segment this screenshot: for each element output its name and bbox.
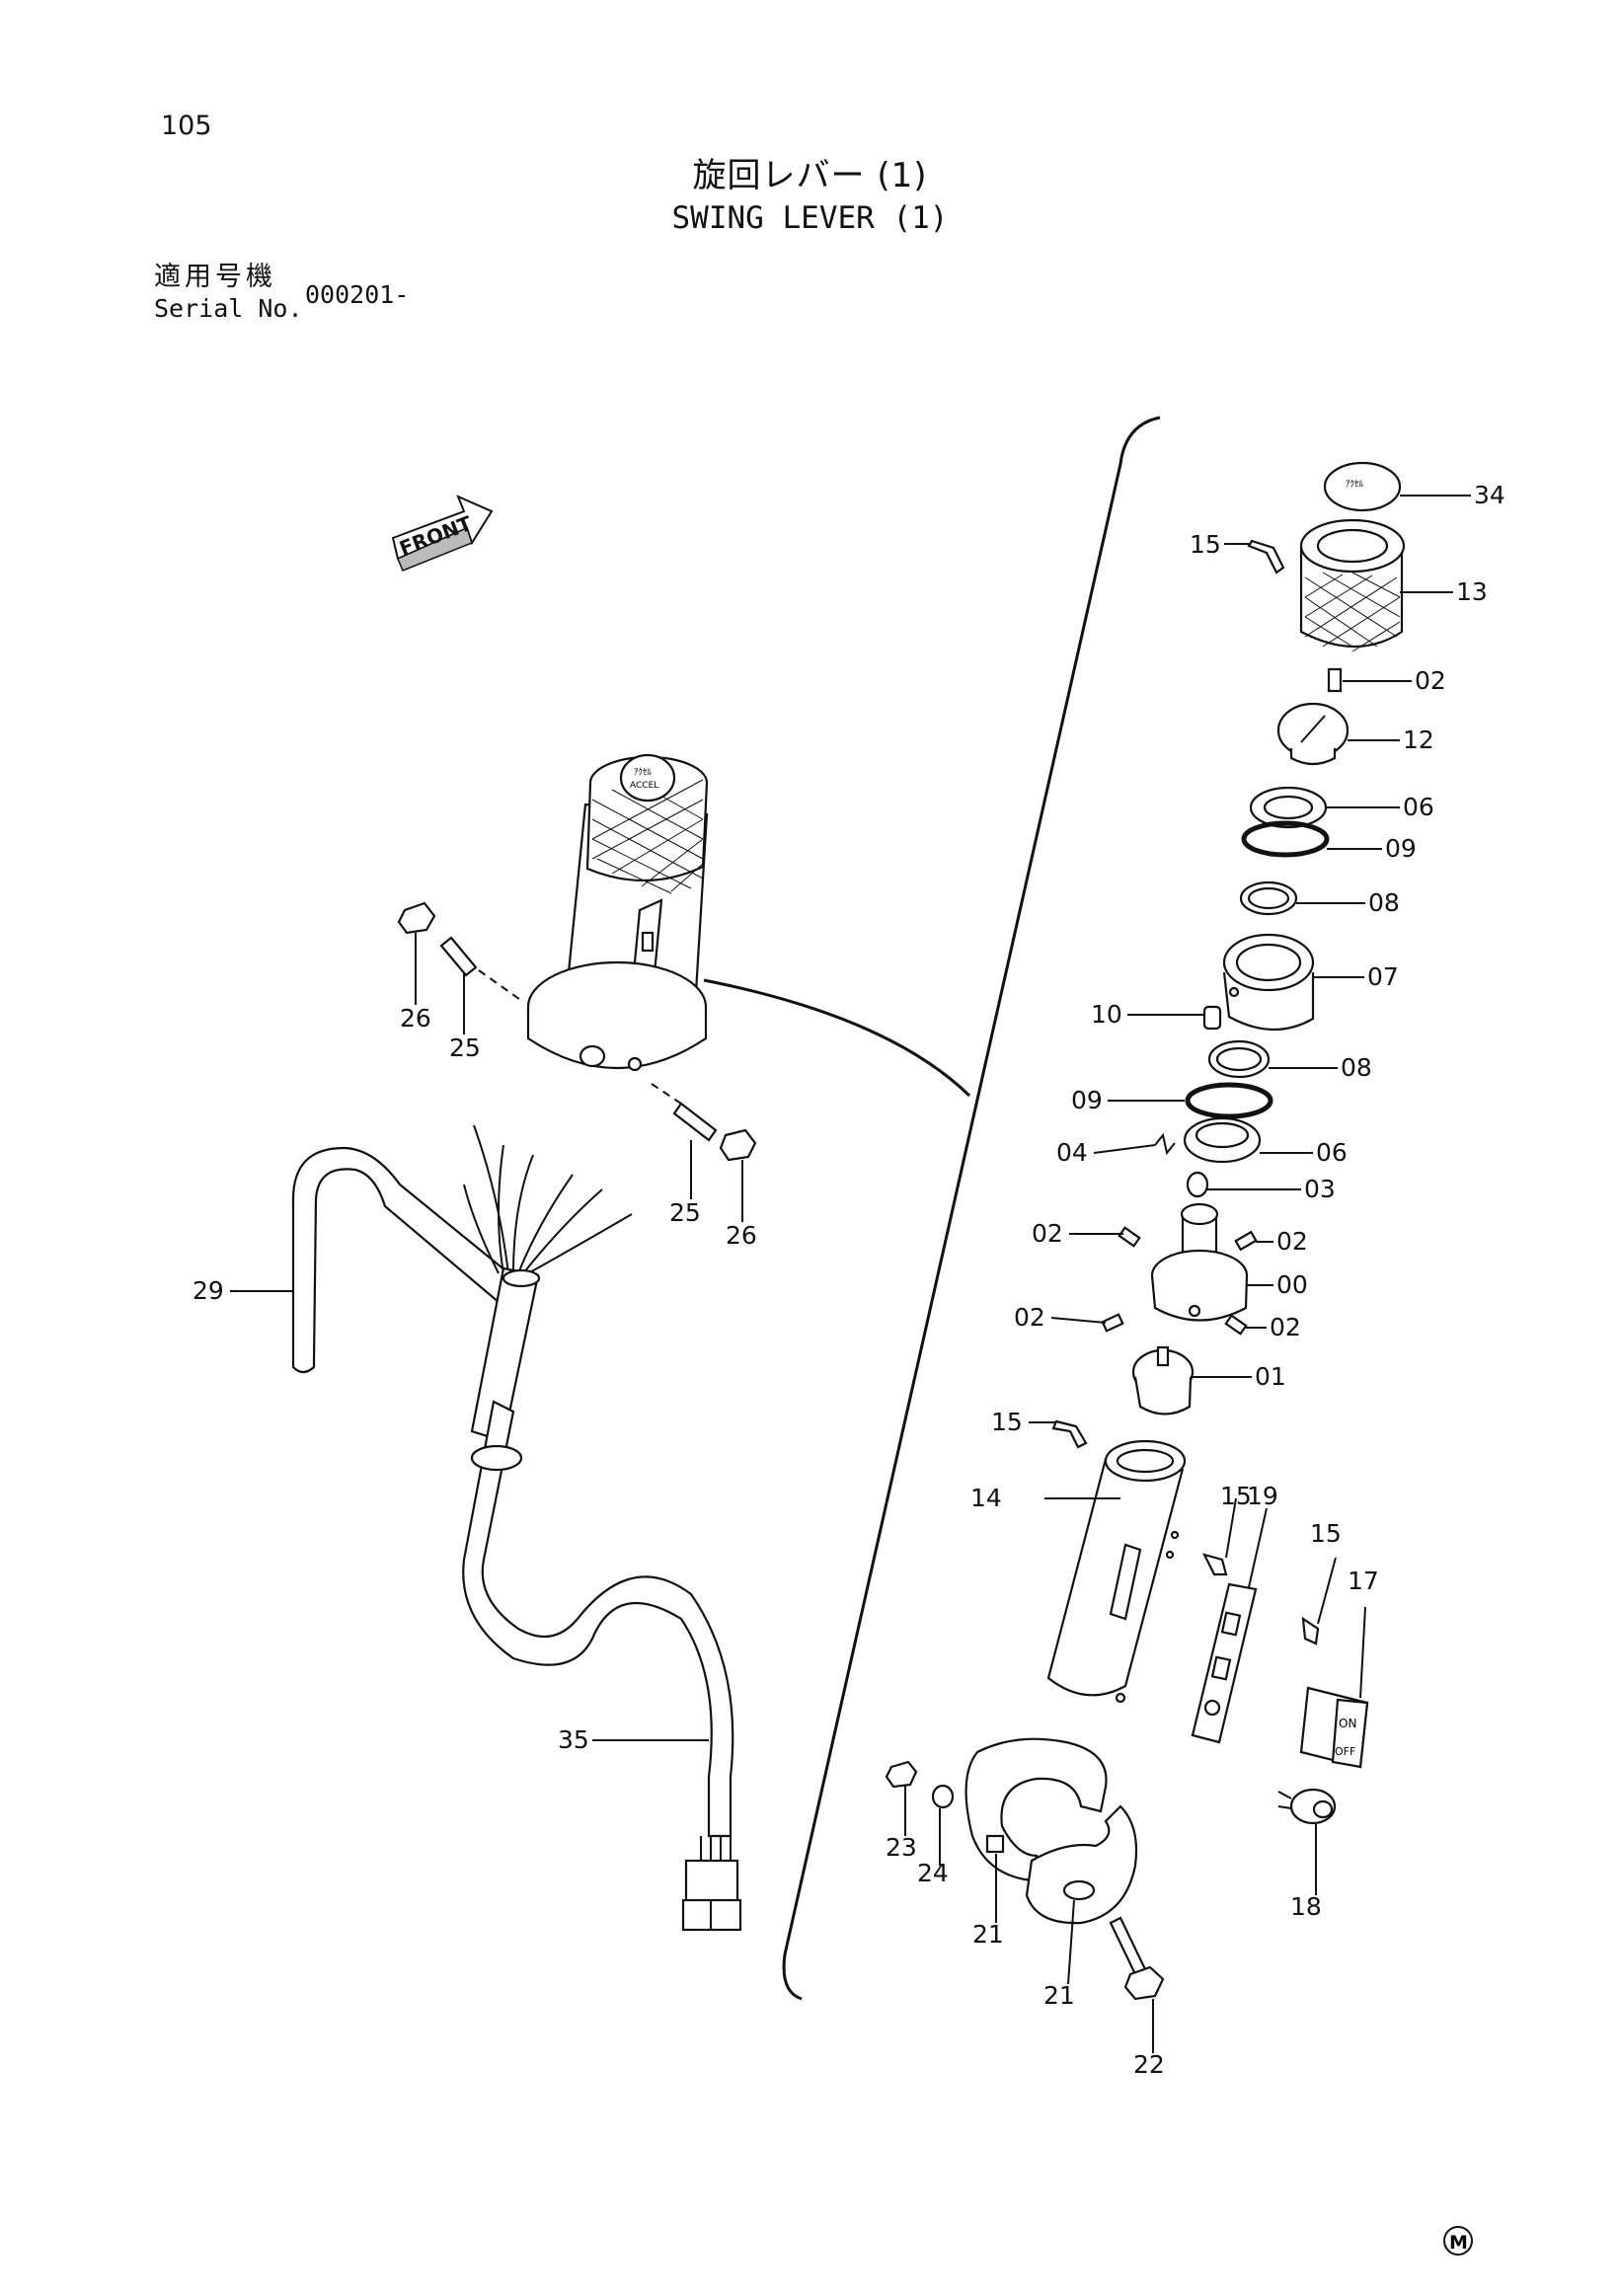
nut-23	[885, 1760, 918, 1789]
part-label-07: 07	[1367, 962, 1399, 991]
part-label-09: 09	[1385, 834, 1417, 863]
svg-text:ｱｸｾﾙ: ｱｸｾﾙ	[1346, 479, 1364, 490]
bolt-22	[1109, 1916, 1165, 2001]
bracket-19	[1191, 1582, 1258, 1744]
part-label-03: 03	[1304, 1175, 1336, 1203]
switch-18	[1277, 1788, 1337, 1825]
part-label-13: 13	[1456, 577, 1488, 606]
part-label-15: 15	[1190, 530, 1221, 559]
part-label-21: 21	[1043, 1981, 1075, 2010]
serial-label-english: Serial No.	[154, 294, 303, 323]
part-label-25: 25	[669, 1198, 701, 1227]
part-label-26: 26	[726, 1221, 757, 1250]
stud-25-lower	[672, 1102, 718, 1142]
part-label-08: 08	[1368, 888, 1400, 917]
part-label-02: 02	[1014, 1303, 1045, 1332]
nut-26-upper	[397, 901, 436, 935]
ball-03	[1186, 1171, 1209, 1198]
leader-lines	[230, 495, 1471, 2053]
washer-24	[931, 1784, 955, 1809]
title-english: SWING LEVER (1)	[671, 200, 949, 236]
part-label-06: 06	[1316, 1138, 1348, 1167]
part-label-19: 19	[1247, 1482, 1278, 1510]
bushing-08-upper	[1239, 880, 1298, 916]
part-label-21: 21	[972, 1920, 1004, 1949]
part-label-02: 02	[1032, 1219, 1063, 1248]
part-label-15: 15	[1310, 1519, 1342, 1548]
serial-label-japanese: 適用号機	[154, 262, 276, 292]
cap-34: ｱｸｾﾙ	[1323, 461, 1402, 512]
oring-09-lower	[1185, 1082, 1273, 1119]
part-label-10: 10	[1091, 1000, 1122, 1029]
front-arrow-icon: FRONT	[391, 495, 494, 572]
setscrew-02-top	[1327, 667, 1343, 693]
bushing-08-lower	[1207, 1039, 1271, 1079]
knob-label-en: ACCEL	[630, 781, 658, 791]
screw-15-mid	[1051, 1419, 1088, 1449]
clamp-21-lower	[1025, 1804, 1138, 1925]
assembly-leader-curve	[703, 978, 971, 1098]
part-label-34: 34	[1474, 481, 1505, 509]
assembled-lever-grip: ｱｸｾﾙ ACCEL	[526, 753, 709, 1072]
title-japanese: 旋回レバー (1)	[692, 156, 928, 195]
plate-12	[1276, 702, 1350, 766]
stud-25-upper	[439, 936, 478, 977]
ring-06-lower	[1183, 1116, 1262, 1164]
potentiometer-01	[1131, 1345, 1195, 1416]
part-label-15: 15	[991, 1408, 1023, 1436]
part-label-35: 35	[558, 1725, 589, 1754]
manufacturer-mark-text: M	[1449, 2232, 1468, 2254]
screw-15-top	[1247, 539, 1285, 574]
part-label-02: 02	[1415, 666, 1446, 695]
manufacturer-mark-icon: M	[1443, 2226, 1473, 2256]
oring-09-upper	[1241, 820, 1330, 858]
assembly-divider-line	[782, 416, 1161, 2001]
switch-on-text: ON	[1339, 1717, 1356, 1730]
knob-label-jp: ｱｸｾﾙ	[634, 767, 653, 778]
screw-15-bracket	[1301, 1616, 1320, 1645]
part-label-26: 26	[400, 1004, 431, 1033]
part-label-09: 09	[1071, 1086, 1103, 1114]
clamp-21-upper	[964, 1737, 1108, 1882]
screw-15-tube	[1201, 1553, 1228, 1576]
switch-17: ON OFF	[1299, 1686, 1369, 1769]
part-label-01: 01	[1255, 1362, 1286, 1391]
part-label-06: 06	[1403, 793, 1434, 821]
spring-04	[1154, 1132, 1176, 1156]
part-label-02: 02	[1276, 1227, 1308, 1256]
lever-rod-29	[291, 1146, 535, 1374]
part-label-23: 23	[886, 1833, 917, 1862]
part-label-22: 22	[1133, 2050, 1165, 2079]
wire-harness-35	[462, 1124, 742, 1932]
part-label-00: 00	[1276, 1270, 1308, 1299]
pin-10	[1202, 1005, 1222, 1031]
ring-06-upper	[1249, 786, 1328, 829]
part-label-14: 14	[970, 1484, 1002, 1512]
setscrews-02	[1101, 1226, 1258, 1336]
part-label-12: 12	[1403, 726, 1434, 754]
part-label-29: 29	[193, 1276, 224, 1305]
part-label-02: 02	[1270, 1313, 1301, 1341]
serial-number-value: 000201-	[305, 280, 410, 309]
switch-off-text: OFF	[1335, 1745, 1355, 1758]
nut-26-lower	[719, 1128, 757, 1162]
part-label-04: 04	[1056, 1138, 1088, 1167]
part-label-15: 15	[1220, 1482, 1252, 1510]
housing-07	[1222, 933, 1315, 1032]
part-label-24: 24	[917, 1859, 949, 1887]
page-number: 105	[161, 111, 212, 141]
knurled-knob-13	[1299, 518, 1406, 652]
part-label-18: 18	[1290, 1892, 1322, 1921]
part-number-labels: 34 15 13 02 12 06 09 08 07 10 08 09 06 0…	[193, 481, 1505, 2079]
body-00	[1150, 1202, 1249, 1322]
tube-14	[1046, 1439, 1187, 1704]
part-label-17: 17	[1348, 1567, 1379, 1595]
part-label-08: 08	[1341, 1053, 1372, 1082]
part-label-25: 25	[449, 1033, 481, 1062]
